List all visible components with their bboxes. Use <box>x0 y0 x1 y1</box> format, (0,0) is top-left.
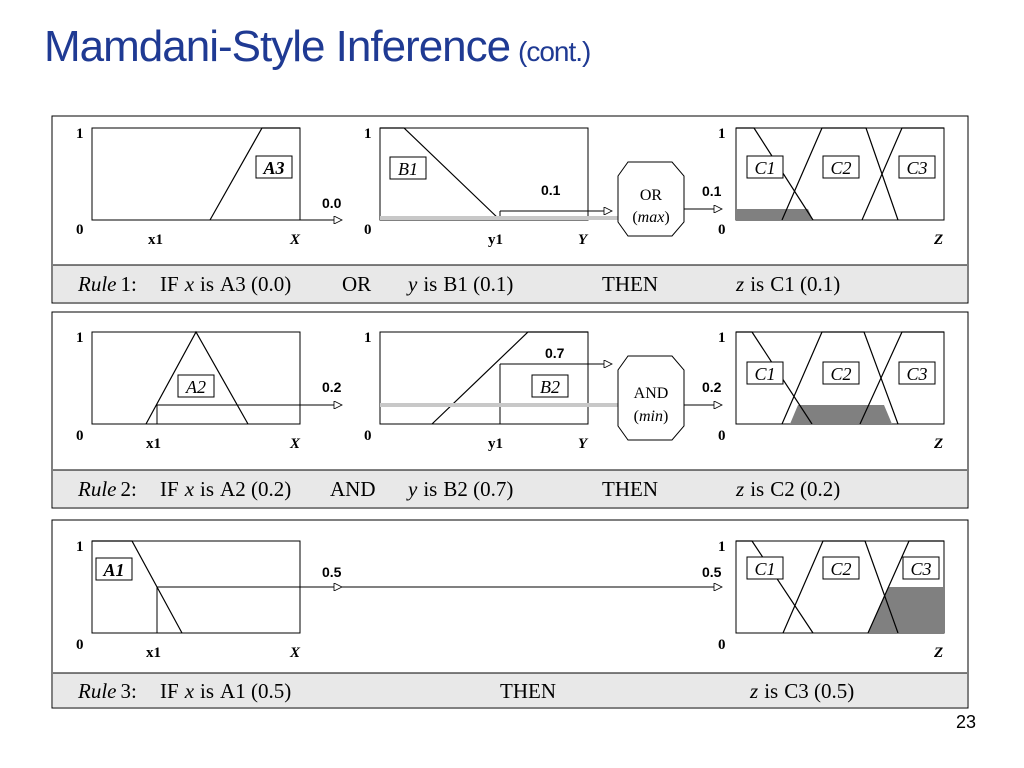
axis-x-label: X <box>289 436 301 452</box>
label-c3: C3 <box>906 364 927 384</box>
rule-2-panel: A2 1 0 x1 X 0.2 B2 1 0 y1 Y 0.7 AND (min… <box>51 311 969 509</box>
page-number: 23 <box>955 712 976 732</box>
axis-x1-marker: x1 <box>146 436 161 452</box>
label-a3: A3 <box>262 158 284 178</box>
and-operator: AND (min) <box>617 355 685 441</box>
axis-one: 1 <box>76 126 84 142</box>
degree-b1: 0.1 <box>541 182 561 198</box>
axis-one: 1 <box>718 539 726 555</box>
rule-2-text-band <box>53 470 967 507</box>
title-main: Mamdani-Style Inference <box>44 22 511 71</box>
axis-x-label: X <box>289 645 301 661</box>
axis-y-label: Y <box>578 232 589 248</box>
svg-text:(min): (min) <box>634 408 669 425</box>
membership-a2 <box>145 330 249 425</box>
result-degree: 0.2 <box>702 379 722 395</box>
axis-x1-marker: x1 <box>146 645 161 661</box>
axis-y1-marker: y1 <box>488 232 503 248</box>
operator-and-func: min <box>639 408 663 425</box>
rule-1-input-y-plot: B1 1 0 y1 Y <box>364 126 589 248</box>
rule-3-text-band <box>53 673 967 707</box>
result-degree: 0.1 <box>702 183 722 199</box>
rule-2-input-y-plot: B2 1 0 y1 Y <box>364 330 589 452</box>
axis-z-label: Z <box>933 436 943 452</box>
or-operator: OR (max) <box>617 161 685 237</box>
axis-zero: 0 <box>364 428 372 444</box>
axis-one: 1 <box>76 539 84 555</box>
rule-1-text-band <box>53 265 967 302</box>
svg-text:(max): (max) <box>632 209 669 226</box>
operator-or-func: max <box>638 209 665 226</box>
membership-b1 <box>380 127 501 221</box>
axis-one: 1 <box>718 330 726 346</box>
rule-1-consequent-plot: C1 C2 C3 1 0 Z <box>718 126 945 248</box>
membership-a3 <box>209 127 300 221</box>
rule-1-panel: A3 1 0 x1 X 0.0 B1 1 0 y1 Y 0.1 OR (max) <box>51 115 969 304</box>
axis-zero: 0 <box>718 637 726 653</box>
rule-1-input-x-plot: A3 1 0 x1 X <box>76 126 301 248</box>
axis-zero: 0 <box>76 637 84 653</box>
degree-b2: 0.7 <box>545 345 565 361</box>
label-a2: A2 <box>185 377 206 397</box>
axis-one: 1 <box>364 330 372 346</box>
axis-z-label: Z <box>933 232 943 248</box>
membership-a1 <box>92 540 183 634</box>
axis-x-label: X <box>289 232 301 248</box>
degree-a2: 0.2 <box>322 379 342 395</box>
axis-one: 1 <box>718 126 726 142</box>
clipped-c3 <box>868 587 944 633</box>
label-c2: C2 <box>830 158 851 178</box>
rule-2-input-x-plot: A2 1 0 x1 X <box>76 330 301 452</box>
degree-a1: 0.5 <box>322 564 342 580</box>
rule-3-panel: A1 1 0 x1 X 0.5 0.5 C1 C2 C3 1 0 Z <box>51 519 969 709</box>
axis-x1-marker: x1 <box>148 232 163 248</box>
label-c3: C3 <box>906 158 927 178</box>
clipped-c1 <box>736 209 813 220</box>
label-c1: C1 <box>754 364 775 384</box>
axis-zero: 0 <box>718 428 726 444</box>
degree-a3: 0.0 <box>322 195 342 211</box>
axis-zero: 0 <box>76 222 84 238</box>
label-c2: C2 <box>830 364 851 384</box>
result-degree: 0.5 <box>702 564 722 580</box>
axis-zero: 0 <box>364 222 372 238</box>
axis-y-label: Y <box>578 436 589 452</box>
label-c1: C1 <box>754 559 775 579</box>
operator-or-name: OR <box>640 187 663 204</box>
rule-2-consequent-plot: C1 C2 C3 1 0 Z <box>718 330 945 452</box>
axis-zero: 0 <box>76 428 84 444</box>
membership-b2 <box>431 331 588 425</box>
label-b2: B2 <box>540 377 560 397</box>
label-b1: B1 <box>398 159 418 179</box>
label-a1: A1 <box>102 560 124 580</box>
axis-one: 1 <box>364 126 372 142</box>
axis-y1-marker: y1 <box>488 436 503 452</box>
axis-z-label: Z <box>933 645 943 661</box>
operator-and-name: AND <box>634 385 669 402</box>
rule-3-consequent-plot: C1 C2 C3 1 0 Z <box>718 539 945 661</box>
label-c3: C3 <box>910 559 931 579</box>
slide-title: Mamdani-Style Inference (cont.) <box>44 22 591 72</box>
label-c2: C2 <box>830 559 851 579</box>
title-subtitle: (cont.) <box>518 36 591 67</box>
axis-one: 1 <box>76 330 84 346</box>
axis-zero: 0 <box>718 222 726 238</box>
label-c1: C1 <box>754 158 775 178</box>
